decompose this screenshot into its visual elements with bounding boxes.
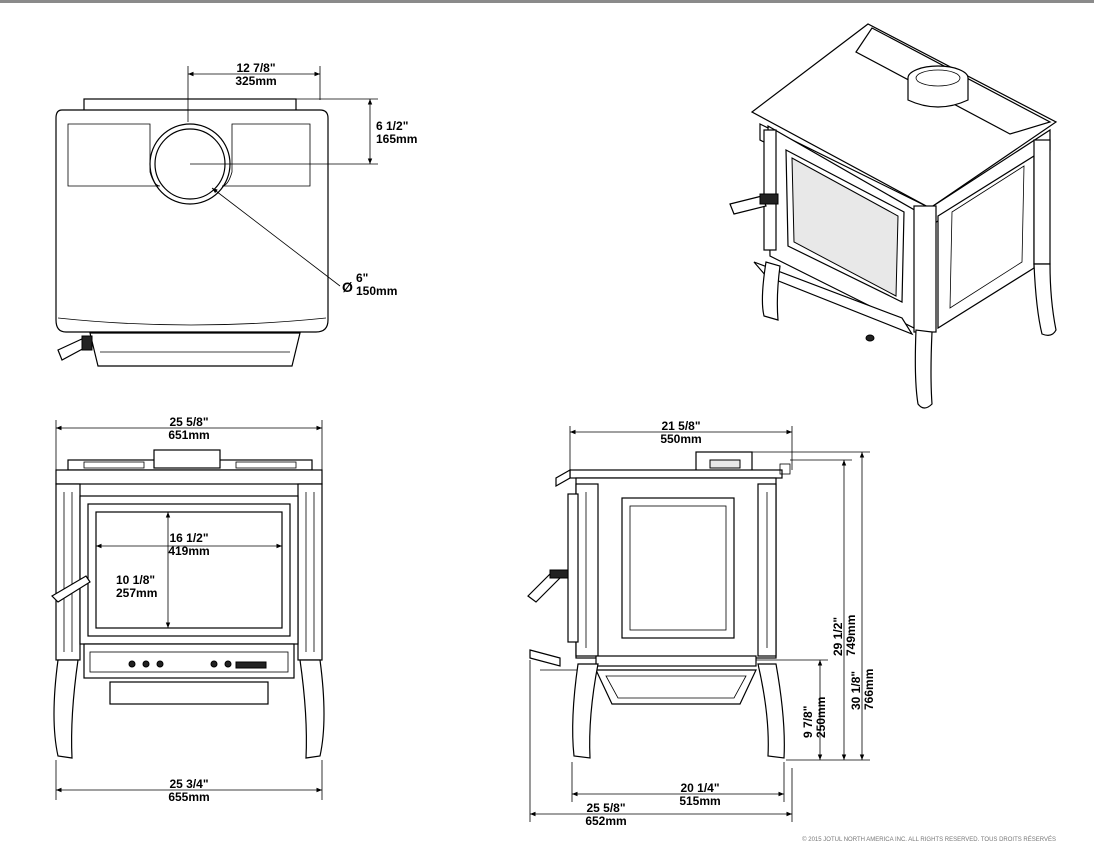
- side-ash-drawer: [595, 669, 757, 705]
- glass-height-metric: 257mm: [116, 586, 157, 600]
- overall-height-imperial: 30 1/8": [849, 671, 863, 710]
- flue-diameter-metric: 150mm: [356, 284, 397, 298]
- front-column-right: [297, 483, 323, 661]
- flue-offset-imperial: 12 7/8": [236, 61, 275, 75]
- side-leg-rear: [757, 663, 785, 759]
- front-door: [79, 495, 299, 645]
- iso-handle: [729, 195, 767, 215]
- leg-width-imperial: 25 3/4": [169, 777, 208, 791]
- front-handle: [51, 575, 91, 603]
- side-leg-front: [572, 663, 599, 759]
- glass-width-imperial: 16 1/2": [169, 531, 208, 545]
- side-ashlip: [529, 649, 561, 667]
- iso-top: [750, 23, 1058, 209]
- flue-height-metric: 749mm: [844, 615, 858, 656]
- top-view-body: [55, 109, 329, 333]
- glass-width-metric: 419mm: [168, 544, 209, 558]
- overall-depth-metric: 652mm: [585, 814, 626, 828]
- side-body: [575, 477, 777, 659]
- copyright-note: © 2015 JOTUL NORTH AMERICA INC. ALL RIGH…: [802, 836, 1056, 843]
- front-leg-left: [53, 659, 79, 759]
- overall-height-metric: 766mm: [862, 669, 876, 710]
- flue-offset-metric: 325mm: [235, 74, 276, 88]
- top-width-imperial: 25 5/8": [169, 415, 208, 429]
- flue-depth-metric: 165mm: [376, 132, 417, 146]
- iso-leg-front: [914, 329, 933, 409]
- flue-diameter-imperial: 6": [356, 271, 368, 285]
- iso-column: [913, 205, 937, 333]
- overall-depth-imperial: 25 5/8": [586, 801, 625, 815]
- top-depth-metric: 550mm: [660, 432, 701, 446]
- diameter-symbol: Ø: [342, 279, 353, 295]
- iso-flue-collar: [907, 78, 969, 108]
- page-top-rule: [0, 0, 1094, 3]
- flue-height-imperial: 29 1/2": [831, 617, 845, 656]
- floor-to-door-imperial: 9 7/8": [801, 706, 815, 738]
- side-column-front: [575, 483, 599, 657]
- iso-ashlip: [753, 261, 914, 336]
- side-view: 21 5/8" 550mm 29 1/2" 749mm 30 1/8" 766m…: [527, 419, 876, 828]
- front-leg-right: [299, 659, 325, 759]
- leg-depth-metric: 515mm: [679, 794, 720, 808]
- floor-to-door-metric: 250mm: [814, 697, 828, 738]
- leg-width-metric: 655mm: [168, 790, 209, 804]
- front-glass: [95, 511, 283, 629]
- top-view: 12 7/8" 325mm 6 1/2" 165mm Ø 6" 150mm: [55, 61, 417, 367]
- front-column-left: [55, 483, 81, 661]
- top-width-metric: 651mm: [168, 428, 209, 442]
- flue-depth-imperial: 6 1/2": [376, 119, 408, 133]
- front-ash-drawer: [109, 681, 269, 705]
- front-view: 25 5/8" 651mm 16 1/2" 419mm 10 1/8" 257m…: [51, 415, 325, 804]
- side-panel: [621, 497, 735, 639]
- top-depth-imperial: 21 5/8": [661, 419, 700, 433]
- leg-depth-imperial: 20 1/4": [680, 781, 719, 795]
- front-flue-collar: [153, 449, 221, 469]
- glass-height-imperial: 10 1/8": [116, 573, 155, 587]
- isometric-view: [729, 23, 1058, 409]
